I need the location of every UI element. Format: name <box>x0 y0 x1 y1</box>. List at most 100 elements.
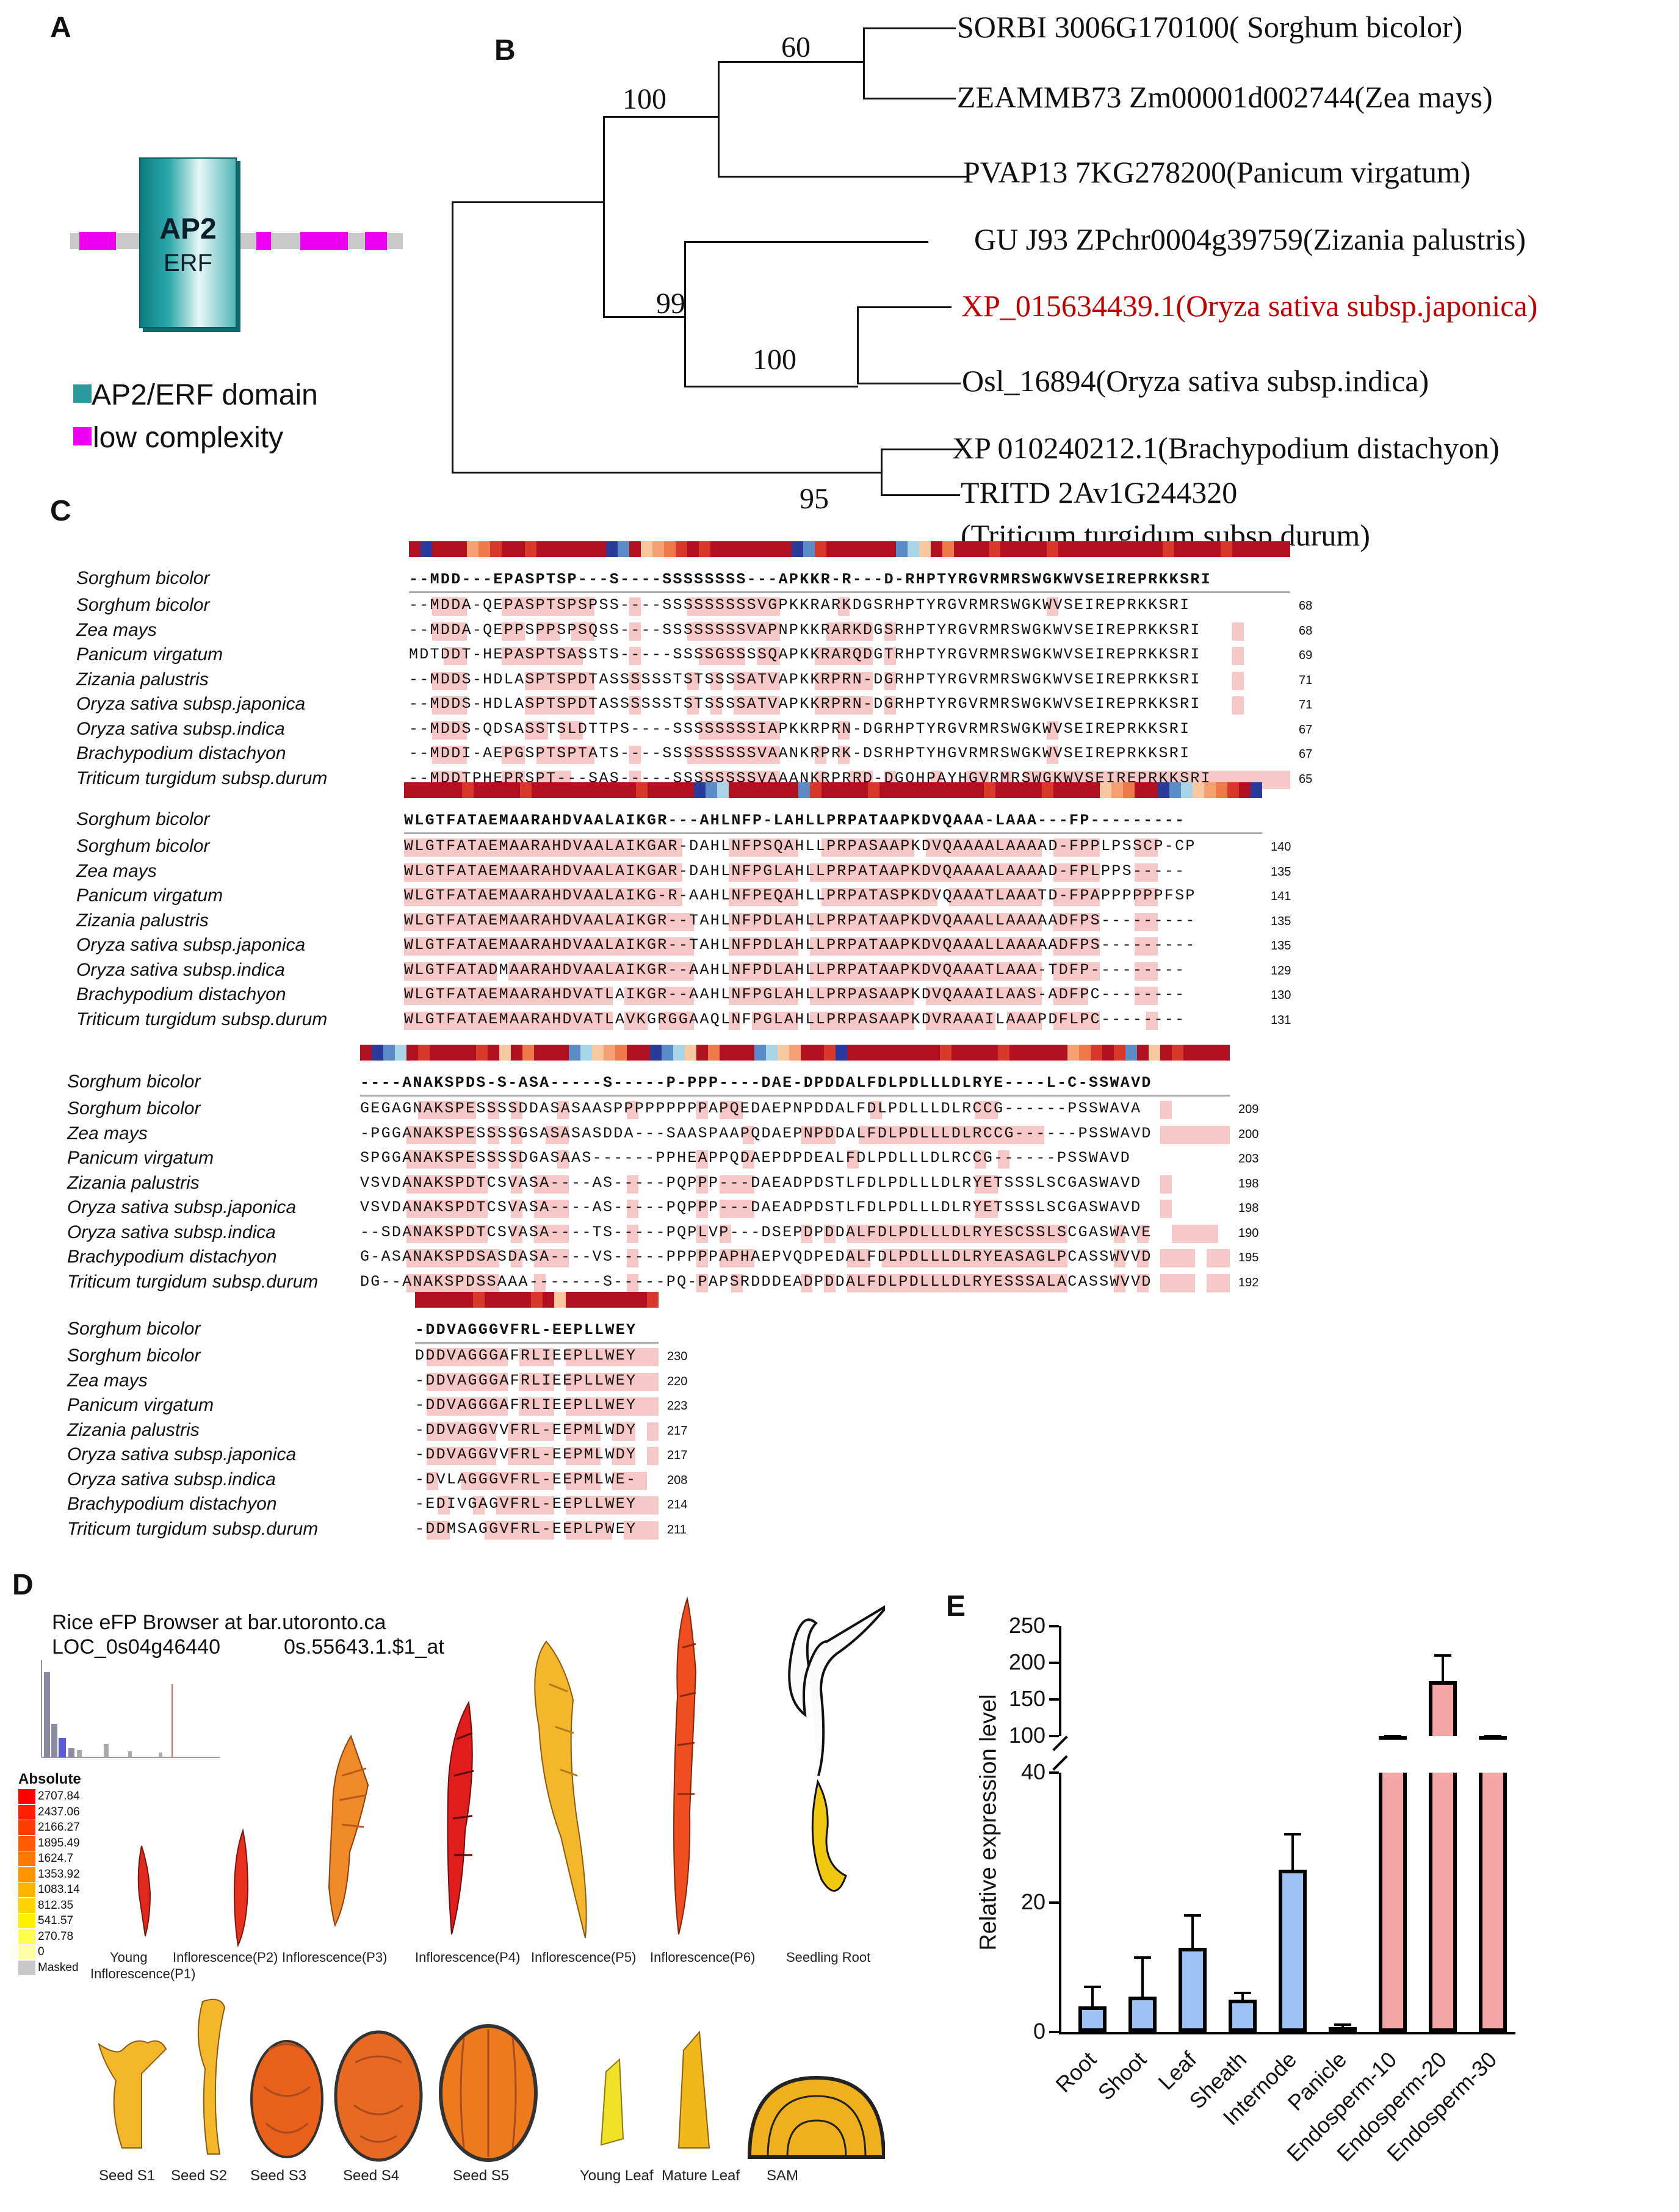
identity-highlight <box>546 1125 569 1144</box>
conservation-cell <box>635 1292 647 1308</box>
identity-highlight <box>847 1249 870 1267</box>
identity-highlight <box>488 1101 499 1119</box>
conservation-cell <box>450 782 462 798</box>
conservation-cell <box>1183 1045 1195 1061</box>
low-complexity-region <box>256 232 271 250</box>
conservation-cell <box>873 541 884 557</box>
conservation-cell <box>571 541 583 557</box>
tree-branch <box>718 61 720 177</box>
low-complexity-region <box>365 232 387 250</box>
conservation-cell <box>696 1045 708 1061</box>
conservation-cell <box>1088 782 1100 798</box>
identity-highlight <box>696 1101 708 1119</box>
identity-highlight <box>1053 1011 1100 1030</box>
scale-value: 2707.84 <box>38 1790 80 1803</box>
tissue-label: Inflorescence(P2) <box>173 1950 278 1965</box>
scale-swatch <box>18 1867 35 1882</box>
conservation-cell <box>478 541 490 557</box>
identity-highlight <box>404 962 497 981</box>
error-bar <box>1241 1993 1244 2000</box>
identity-highlight <box>847 1274 1067 1292</box>
conservation-cell <box>963 1045 975 1061</box>
aligned-sequence: --MDDA-QEPASPTSPSPSS----SSSSSSSSSVGPKKRA… <box>409 596 1191 614</box>
aligned-sequence: -DVLAGGGVFRL-EEPMLWE- <box>415 1470 637 1488</box>
scale-title: Absolute <box>18 1771 81 1787</box>
scale-swatch <box>18 1836 35 1851</box>
identity-highlight <box>624 1521 659 1540</box>
conservation-cell <box>752 782 764 798</box>
conservation-cell <box>462 782 474 798</box>
identity-highlight <box>627 1101 638 1119</box>
identity-highlight <box>720 1224 731 1243</box>
error-cap <box>1284 1832 1301 1836</box>
conservation-cell <box>601 1292 612 1308</box>
identity-highlight <box>1135 863 1158 882</box>
conservation-cell <box>1135 782 1146 798</box>
species-name: Zizania palustris <box>76 669 209 690</box>
identity-highlight <box>729 888 798 906</box>
conservation-cell <box>1091 1045 1102 1061</box>
identity-highlight <box>534 1175 569 1194</box>
identity-highlight <box>1207 1274 1230 1292</box>
identity-highlight <box>404 912 694 931</box>
conservation-cell <box>824 1045 836 1061</box>
conservation-cell <box>743 1045 754 1061</box>
conservation-cell <box>476 1045 488 1061</box>
conservation-cell <box>803 541 815 557</box>
identity-highlight <box>687 671 699 690</box>
conservation-cell <box>928 1045 940 1061</box>
species-name: Zea mays <box>76 860 157 881</box>
bootstrap-value: 60 <box>781 31 811 63</box>
scale-swatch <box>18 1960 35 1975</box>
identity-highlight <box>1053 838 1100 857</box>
scale-swatch <box>18 1820 35 1835</box>
species-name: Panicum virgatum <box>76 644 223 665</box>
species-name: Panicum virgatum <box>67 1148 214 1168</box>
conservation-cell <box>438 1292 450 1308</box>
conservation-cell <box>914 782 926 798</box>
conservation-cell <box>485 782 497 798</box>
identity-highlight <box>566 1397 659 1416</box>
conservation-cell <box>650 1045 662 1061</box>
residue-count: 198 <box>1238 1176 1259 1191</box>
residue-count: 217 <box>667 1424 688 1438</box>
identity-highlight <box>710 696 722 715</box>
identity-highlight <box>534 1274 546 1292</box>
conservation-cell <box>903 782 914 798</box>
aligned-sequence: --MDDS-QDSASSTSLDTTPS----SSSSSSSSIAPKKRP… <box>409 719 1191 738</box>
conservation-cell <box>1019 782 1030 798</box>
identity-highlight <box>1232 671 1244 690</box>
aligned-sequence: WLGTFATADMAARAHDVAALAIKGR--AAHLNFPDLAHLL… <box>404 960 1186 979</box>
residue-count: 223 <box>667 1399 688 1413</box>
tissue-label: Mature Leaf <box>662 2167 740 2184</box>
conservation-cell <box>729 782 740 798</box>
efp-probe: 0s.55643.1.$1_at <box>284 1635 444 1659</box>
species-name: Sorghum bicolor <box>76 836 210 856</box>
identity-highlight <box>731 1274 743 1292</box>
aligned-sequence: WLGTFATAEMAARAHDVATLAIKGR--AAHLNFPGLAHLL… <box>404 985 1186 1003</box>
legend-label-low-complexity: low complexity <box>93 422 284 454</box>
conservation-cell <box>467 541 478 557</box>
conservation-cell <box>1209 541 1221 557</box>
identity-highlight <box>404 937 694 956</box>
identity-highlight <box>801 1274 812 1292</box>
conservation-cell <box>427 1292 438 1308</box>
species-name: Oryza sativa subsp.japonica <box>76 694 306 714</box>
scale-value: 1624.7 <box>38 1852 74 1865</box>
identity-highlight <box>406 1274 499 1292</box>
identity-highlight <box>1135 888 1158 906</box>
tree-branch <box>857 306 859 384</box>
conservation-cell <box>989 541 1000 557</box>
conservation-cell <box>404 782 416 798</box>
axis-break-mark <box>1052 1755 1068 1771</box>
conservation-cell <box>926 782 937 798</box>
bar <box>1429 1681 1457 1736</box>
conservation-cell <box>798 782 810 798</box>
identity-highlight <box>536 746 594 764</box>
error-cap <box>1384 1735 1401 1737</box>
identity-highlight <box>629 622 641 641</box>
conservation-cell <box>536 541 548 557</box>
conservation-cell <box>441 1045 453 1061</box>
conservation-cell <box>984 782 995 798</box>
conservation-cell <box>894 1045 905 1061</box>
